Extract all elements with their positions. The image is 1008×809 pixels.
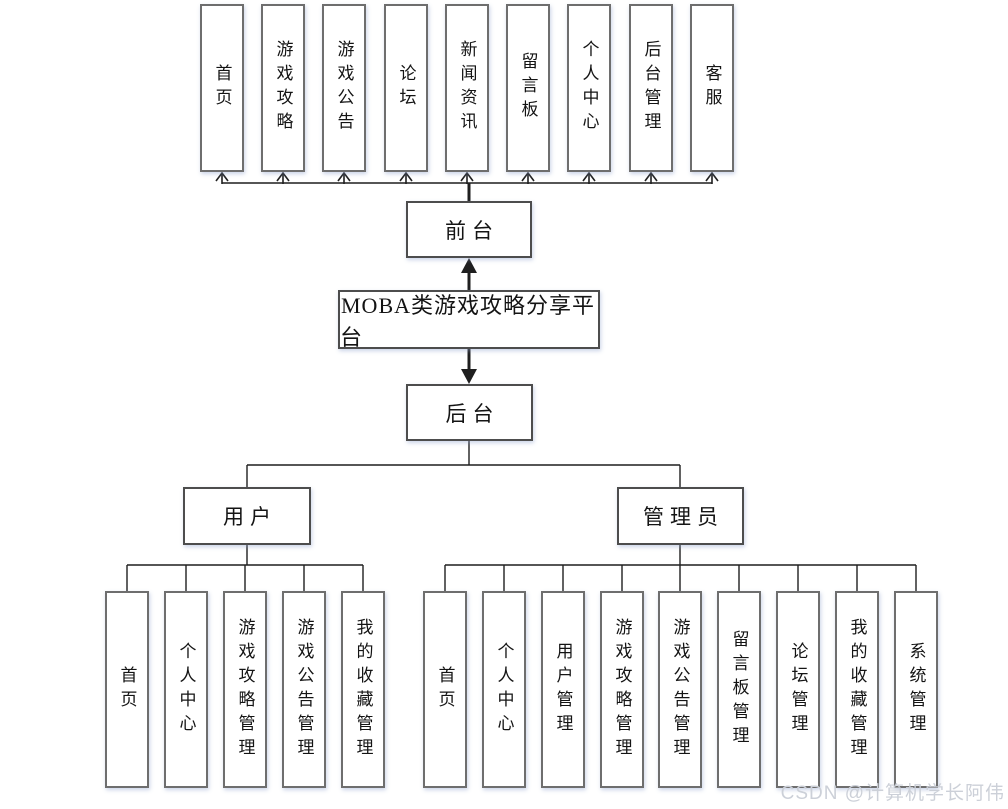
- user-item-favorites-mgmt-label: 我的收藏管理: [353, 617, 373, 762]
- front-item-game-strategy-label: 游戏攻略: [273, 40, 293, 136]
- admin-role-node: 管理员: [617, 487, 744, 545]
- front-item-forum-label: 论坛: [396, 64, 416, 112]
- user-item-strategy-mgmt: 游戏攻略管理: [223, 591, 267, 788]
- admin-item-user-mgmt: 用户管理: [541, 591, 585, 788]
- front-item-news: 新闻资讯: [445, 4, 489, 172]
- admin-item-message-board-mgmt-label: 留言板管理: [729, 629, 749, 750]
- admin-item-favorites-mgmt-label: 我的收藏管理: [847, 617, 867, 762]
- admin-item-announcement-mgmt: 游戏公告管理: [658, 591, 702, 788]
- admin-item-user-mgmt-label: 用户管理: [553, 641, 573, 738]
- arrowhead-down-icon: [461, 369, 477, 384]
- admin-item-system-mgmt-label: 系统管理: [906, 641, 926, 738]
- admin-item-personal-center: 个人中心: [482, 591, 526, 788]
- admin-item-personal-center-label: 个人中心: [494, 641, 514, 738]
- back-node: 后台: [406, 384, 533, 441]
- user-role-node: 用户: [183, 487, 311, 545]
- back-node-label: 后台: [445, 401, 500, 426]
- front-item-home: 首页: [200, 4, 244, 172]
- admin-item-system-mgmt: 系统管理: [894, 591, 938, 788]
- connector-front-arrowheads: [215, 171, 719, 182]
- user-item-personal-center-label: 个人中心: [176, 641, 196, 738]
- connector-user-tree: [126, 545, 364, 591]
- front-node-label: 前台: [445, 218, 499, 243]
- admin-item-forum-mgmt-label: 论坛管理: [788, 641, 808, 738]
- front-item-message-board-label: 留言板: [518, 52, 538, 124]
- platform-title-node: MOBA类游戏攻略分享平台: [338, 290, 600, 350]
- front-item-customer-service-label: 客服: [702, 64, 722, 112]
- front-item-game-announcement: 游戏公告: [322, 4, 366, 172]
- front-item-backstage-mgmt-label: 后台管理: [641, 40, 661, 136]
- user-item-home-label: 首页: [117, 665, 137, 714]
- front-item-home-label: 首页: [212, 64, 232, 112]
- user-item-personal-center: 个人中心: [164, 591, 208, 788]
- user-item-favorites-mgmt: 我的收藏管理: [341, 591, 385, 788]
- front-node: 前台: [406, 201, 532, 258]
- user-item-announcement-mgmt: 游戏公告管理: [282, 591, 326, 788]
- front-item-game-announcement-label: 游戏公告: [334, 40, 354, 136]
- front-item-news-label: 新闻资讯: [457, 40, 477, 136]
- connector-back-tree: [246, 441, 681, 487]
- front-item-message-board: 留言板: [506, 4, 550, 172]
- connector-front-bus: [221, 174, 713, 184]
- front-item-backstage-mgmt: 后台管理: [629, 4, 673, 172]
- front-item-personal-center: 个人中心: [567, 4, 611, 172]
- front-item-game-strategy: 游戏攻略: [261, 4, 305, 172]
- admin-item-home: 首页: [423, 591, 467, 788]
- user-role-label: 用户: [223, 505, 277, 529]
- user-item-home: 首页: [105, 591, 149, 788]
- platform-title-label: MOBA类游戏攻略分享平台: [340, 292, 596, 350]
- front-item-personal-center-label: 个人中心: [579, 40, 599, 136]
- user-item-announcement-mgmt-label: 游戏公告管理: [294, 617, 314, 762]
- admin-item-forum-mgmt: 论坛管理: [776, 591, 820, 788]
- admin-item-announcement-mgmt-label: 游戏公告管理: [670, 617, 690, 762]
- admin-role-label: 管理员: [643, 505, 724, 529]
- watermark-text: CSDN @计算机学长阿伟: [780, 783, 1005, 804]
- front-item-forum: 论坛: [384, 4, 428, 172]
- front-item-customer-service: 客服: [690, 4, 734, 172]
- admin-item-favorites-mgmt: 我的收藏管理: [835, 591, 879, 788]
- admin-item-strategy-mgmt: 游戏攻略管理: [600, 591, 644, 788]
- admin-item-strategy-mgmt-label: 游戏攻略管理: [612, 617, 632, 762]
- arrowhead-up-icon: [461, 258, 477, 273]
- connector-admin-tree: [444, 545, 917, 591]
- admin-item-home-label: 首页: [435, 665, 455, 714]
- admin-item-message-board-mgmt: 留言板管理: [717, 591, 761, 788]
- user-item-strategy-mgmt-label: 游戏攻略管理: [235, 617, 255, 762]
